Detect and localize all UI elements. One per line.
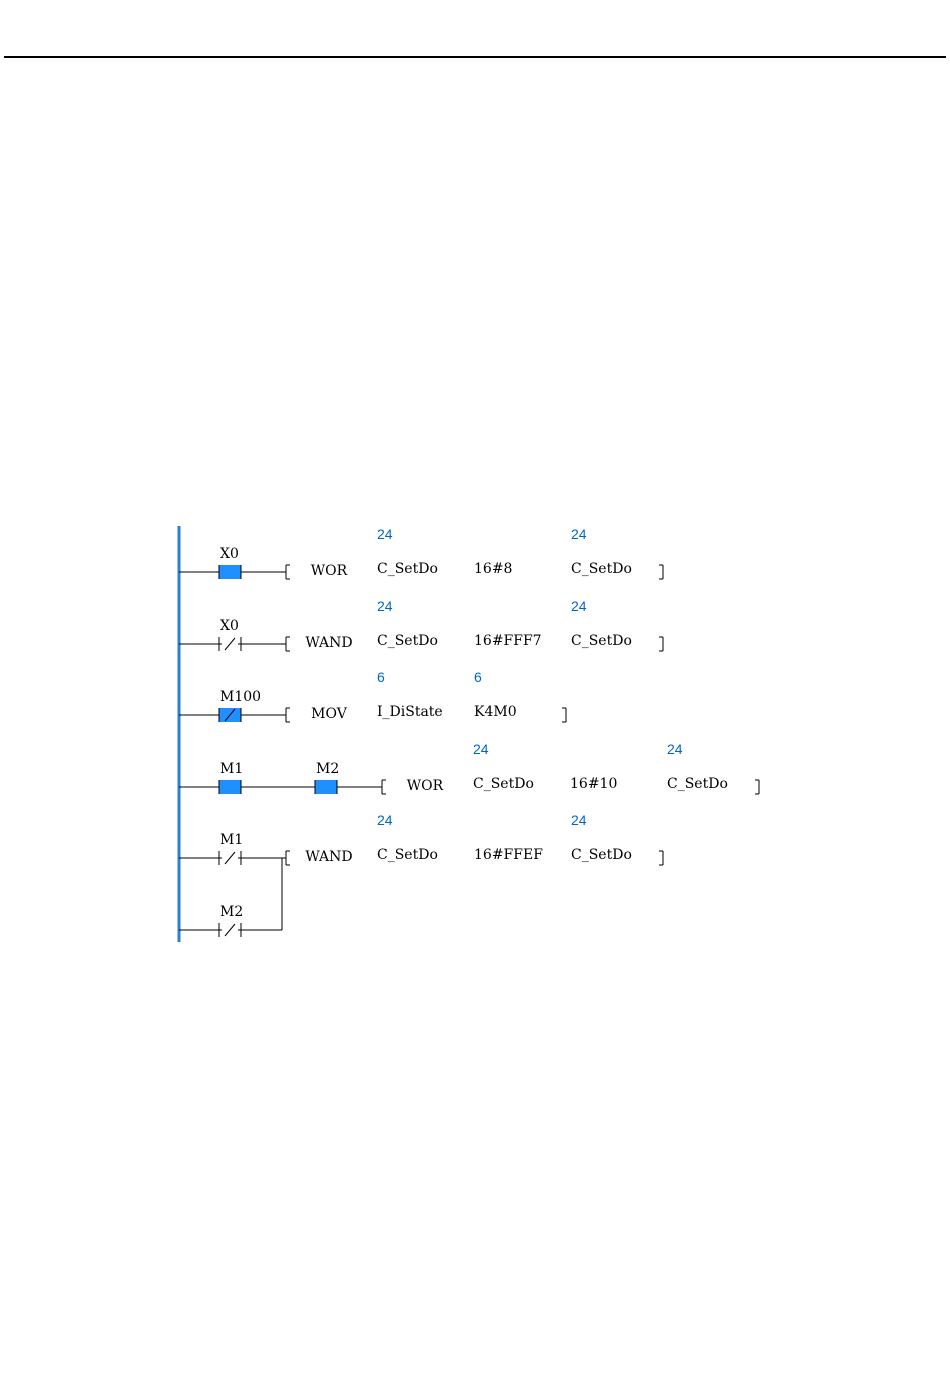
instruction-op: MOV bbox=[311, 706, 348, 722]
contact-label: M1 bbox=[220, 832, 243, 848]
contact-label: X0 bbox=[220, 546, 239, 562]
contact-x0[interactable]: X0 bbox=[219, 546, 241, 579]
operand-value: 24 bbox=[377, 526, 393, 542]
contact-m100[interactable]: M100 bbox=[219, 689, 261, 722]
contact-m2-parallel[interactable]: M2 bbox=[219, 904, 243, 937]
operand: C_SetDo bbox=[377, 633, 438, 649]
contact-fill bbox=[315, 780, 337, 794]
operand-value: 24 bbox=[571, 598, 587, 614]
contact-m1[interactable]: M1 bbox=[219, 761, 243, 794]
operand-value: 24 bbox=[377, 812, 393, 828]
operand: C_SetDo bbox=[473, 776, 534, 792]
operand-value: 24 bbox=[571, 812, 587, 828]
contact-label: X0 bbox=[220, 618, 239, 634]
operand-value: 6 bbox=[474, 669, 482, 685]
operand-value: 24 bbox=[667, 741, 683, 757]
operand: I_DiState bbox=[377, 704, 443, 720]
instruction-op: WAND bbox=[305, 849, 352, 865]
operand: 16#FFEF bbox=[474, 847, 543, 863]
contact-fill bbox=[219, 565, 241, 579]
contact-label: M1 bbox=[220, 761, 243, 777]
contact-m1[interactable]: M1 bbox=[219, 832, 243, 865]
operand: C_SetDo bbox=[377, 561, 438, 577]
operand-value: 24 bbox=[571, 526, 587, 542]
operand: 16#8 bbox=[474, 561, 512, 577]
contact-m2[interactable]: M2 bbox=[315, 761, 339, 794]
operand: C_SetDo bbox=[571, 633, 632, 649]
operand: C_SetDo bbox=[667, 776, 728, 792]
instruction-op: WOR bbox=[311, 563, 348, 579]
operand-value: 6 bbox=[377, 669, 385, 685]
operand-value: 24 bbox=[377, 598, 393, 614]
operand: C_SetDo bbox=[571, 561, 632, 577]
contact-x0[interactable]: X0 bbox=[219, 618, 241, 651]
operand: C_SetDo bbox=[377, 847, 438, 863]
contact-nc-slash bbox=[225, 638, 235, 650]
operand: 16#FFF7 bbox=[474, 633, 542, 649]
contact-fill bbox=[219, 780, 241, 794]
instruction-op: WOR bbox=[407, 778, 444, 794]
contact-nc-slash bbox=[225, 924, 235, 936]
instruction-op: WAND bbox=[305, 635, 352, 651]
operand-value: 24 bbox=[473, 741, 489, 757]
contact-label: M2 bbox=[316, 761, 339, 777]
operand: C_SetDo bbox=[571, 847, 632, 863]
operand: 16#10 bbox=[570, 776, 617, 792]
contact-label: M100 bbox=[220, 689, 261, 705]
operand: K4M0 bbox=[474, 704, 517, 720]
contact-label: M2 bbox=[220, 904, 243, 920]
contact-nc-slash bbox=[225, 852, 235, 864]
